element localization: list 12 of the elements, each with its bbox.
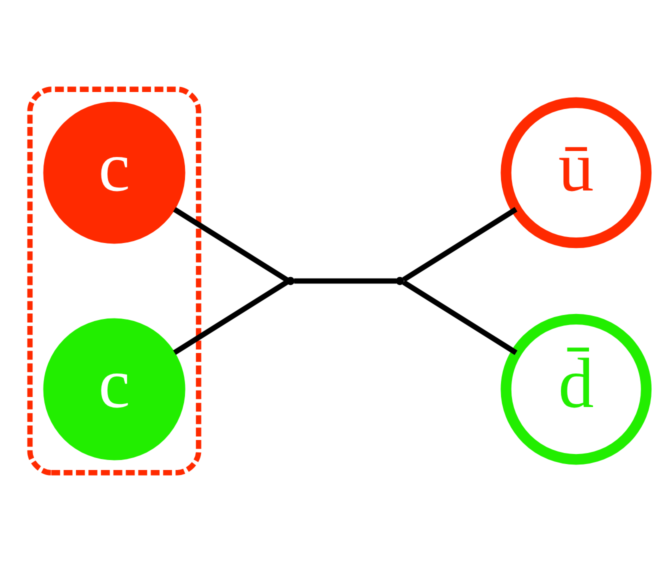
node-circle: d̄ (500, 314, 652, 465)
node-circle: ū (500, 97, 652, 248)
connector (402, 207, 518, 282)
connector (294, 278, 397, 284)
connector (173, 280, 289, 355)
node-circle: c (43, 102, 186, 244)
connector (402, 280, 518, 355)
node-circle: c (43, 318, 186, 460)
node-point (286, 276, 295, 286)
node-point (396, 276, 404, 286)
connector (173, 207, 289, 282)
cluster (27, 86, 202, 476)
